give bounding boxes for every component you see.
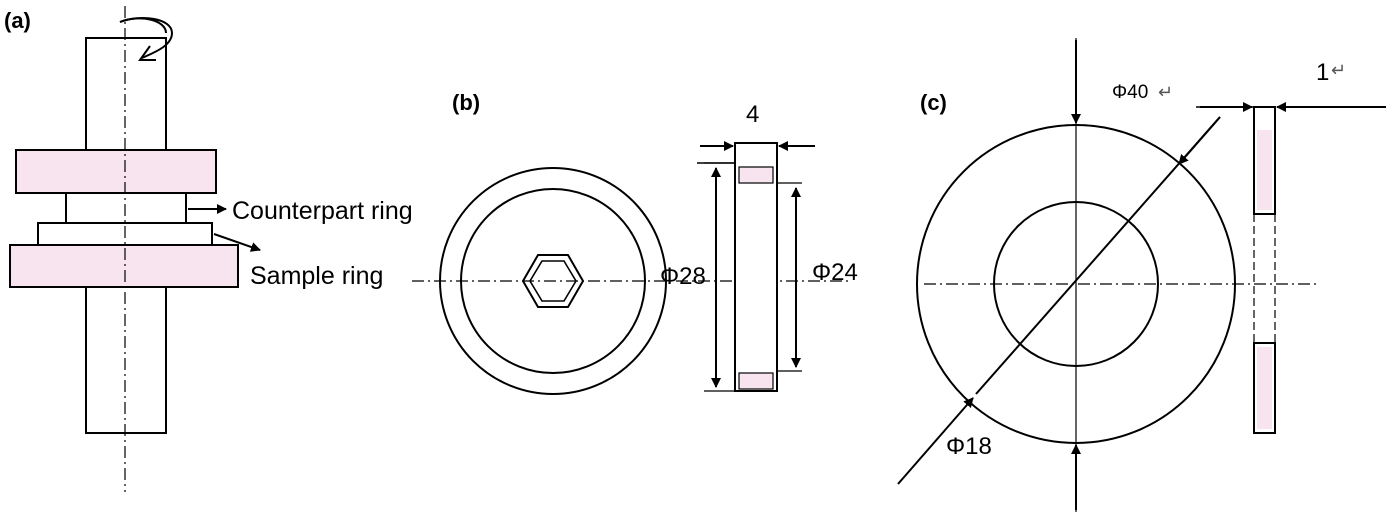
dim-18-arrow-upper [1178,116,1221,165]
lower-shaft [85,286,167,434]
panel-a-label: (a) [4,8,31,33]
dim-c-outer: Φ40 [1112,82,1148,103]
dim-18-arrow-lower [897,397,974,485]
ring-side-body [734,142,778,392]
dim-c-thickness: 1 [1316,59,1329,86]
rotation-arrow-icon [119,16,174,61]
sample-ring-label: Sample ring [250,262,383,290]
panel-c: (c) Φ40 ↵ Φ18 1 ↵ [897,38,1386,512]
dim-b-outer: Φ28 [660,263,706,290]
ring-side-lower-c-fill [1257,347,1272,429]
upper-holder [15,149,217,194]
dim-b-thickness: 4 [746,101,759,128]
upper-shaft [85,37,167,151]
dim-b-inner: Φ24 [812,259,858,286]
lower-holder [9,244,239,288]
dim-c-inner: Φ18 [946,433,992,460]
counterpart-ring [65,192,187,224]
panel-a: (a) Counterpart ring Sample ring [4,6,413,492]
counterpart-ring-label: Counterpart ring [232,197,413,225]
panel-b-label: (b) [452,90,480,115]
ring-side-upper-c-fill [1257,130,1272,210]
return-mark-outer: ↵ [1158,82,1173,102]
ring-side-top-fill [738,166,774,184]
panel-b: (b) 4 Φ28 Φ24 [412,90,858,395]
sample-ring-arrow [213,233,261,252]
panel-c-label: (c) [920,90,947,115]
ring-side-bottom-fill [738,372,774,390]
return-mark-thickness: ↵ [1331,60,1346,80]
